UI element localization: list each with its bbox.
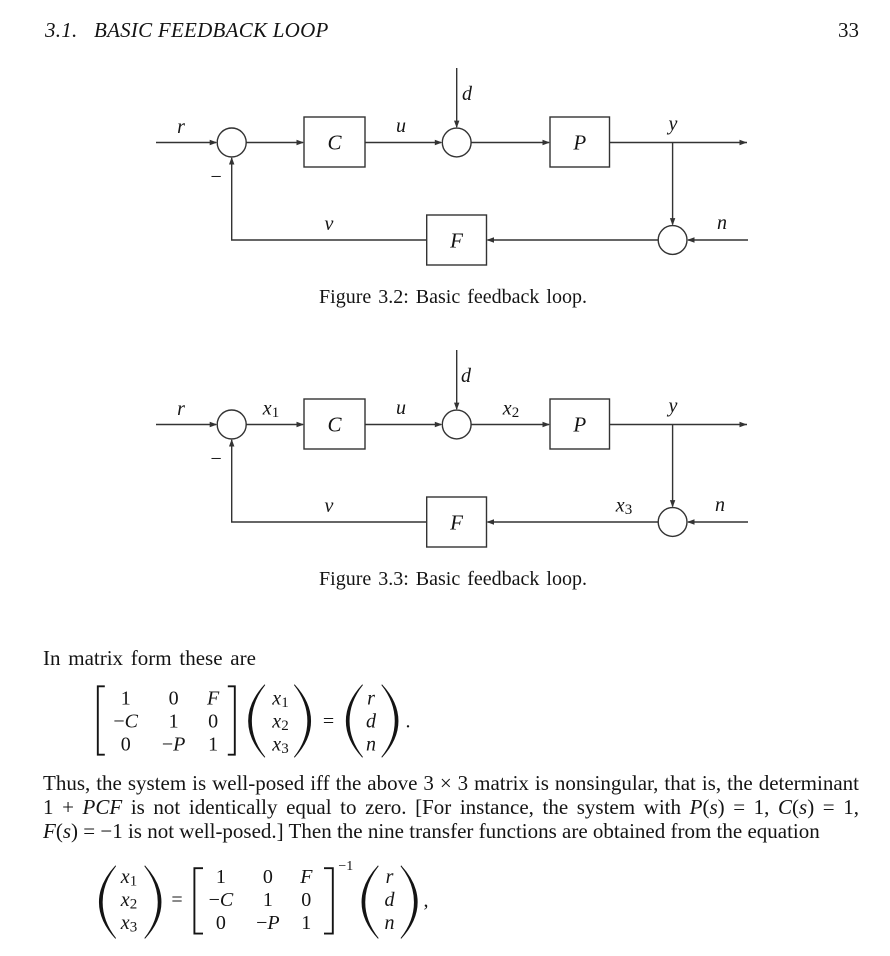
svg-text:1: 1 [208,734,218,756]
svg-text:F: F [449,511,463,535]
svg-text:y: y [667,113,678,135]
svg-text:d: d [461,365,472,387]
svg-text:x2: x2 [120,889,137,913]
svg-text:v: v [325,213,334,235]
svg-text:=: = [323,711,334,733]
svg-text:P: P [572,131,586,155]
svg-text:d: d [462,83,473,105]
svg-text:−C: −C [209,889,234,911]
svg-text:0: 0 [208,711,218,733]
svg-text:n: n [717,212,727,234]
svg-text:0: 0 [169,688,179,710]
svg-text:u: u [396,397,406,419]
svg-text:P: P [572,413,586,437]
svg-text:x1: x1 [262,398,279,422]
svg-text:d: d [385,889,396,911]
svg-text:0: 0 [301,889,311,911]
svg-text:r: r [177,398,185,420]
svg-text:x3: x3 [120,912,137,936]
svg-text:x2: x2 [271,711,288,735]
svg-text:−1: −1 [338,859,353,874]
svg-text:x1: x1 [271,688,288,712]
svg-text:n: n [366,734,376,756]
svg-text:1: 1 [301,912,311,934]
svg-text:r: r [367,688,375,710]
svg-text:r: r [386,866,394,888]
svg-text:0: 0 [263,866,273,888]
svg-text:−P: −P [256,912,280,934]
svg-text:x2: x2 [502,398,519,422]
svg-text:C: C [327,413,342,437]
svg-text:−: − [209,166,223,188]
svg-text:,: , [424,890,429,912]
svg-text:n: n [385,912,395,934]
svg-text:−P: −P [162,734,186,756]
svg-text:C: C [327,131,342,155]
svg-text:u: u [396,115,406,137]
svg-text:1: 1 [169,711,179,733]
svg-text:1: 1 [263,889,273,911]
svg-text:F: F [206,688,220,710]
svg-text:0: 0 [216,912,226,934]
svg-text:=: = [171,889,182,911]
svg-text:F: F [449,229,463,253]
svg-text:F: F [299,866,313,888]
svg-text:x3: x3 [615,495,632,519]
svg-text:r: r [177,116,185,138]
svg-text:1: 1 [121,688,131,710]
svg-text:−: − [209,448,223,470]
svg-text:d: d [366,711,377,733]
svg-text:v: v [325,495,334,517]
svg-text:0: 0 [121,734,131,756]
svg-text:1: 1 [216,866,226,888]
svg-text:−C: −C [113,711,138,733]
svg-text:.: . [406,711,411,733]
svg-text:x3: x3 [271,734,288,758]
svg-text:y: y [667,395,678,417]
svg-text:x1: x1 [120,866,137,890]
svg-text:n: n [715,494,725,516]
